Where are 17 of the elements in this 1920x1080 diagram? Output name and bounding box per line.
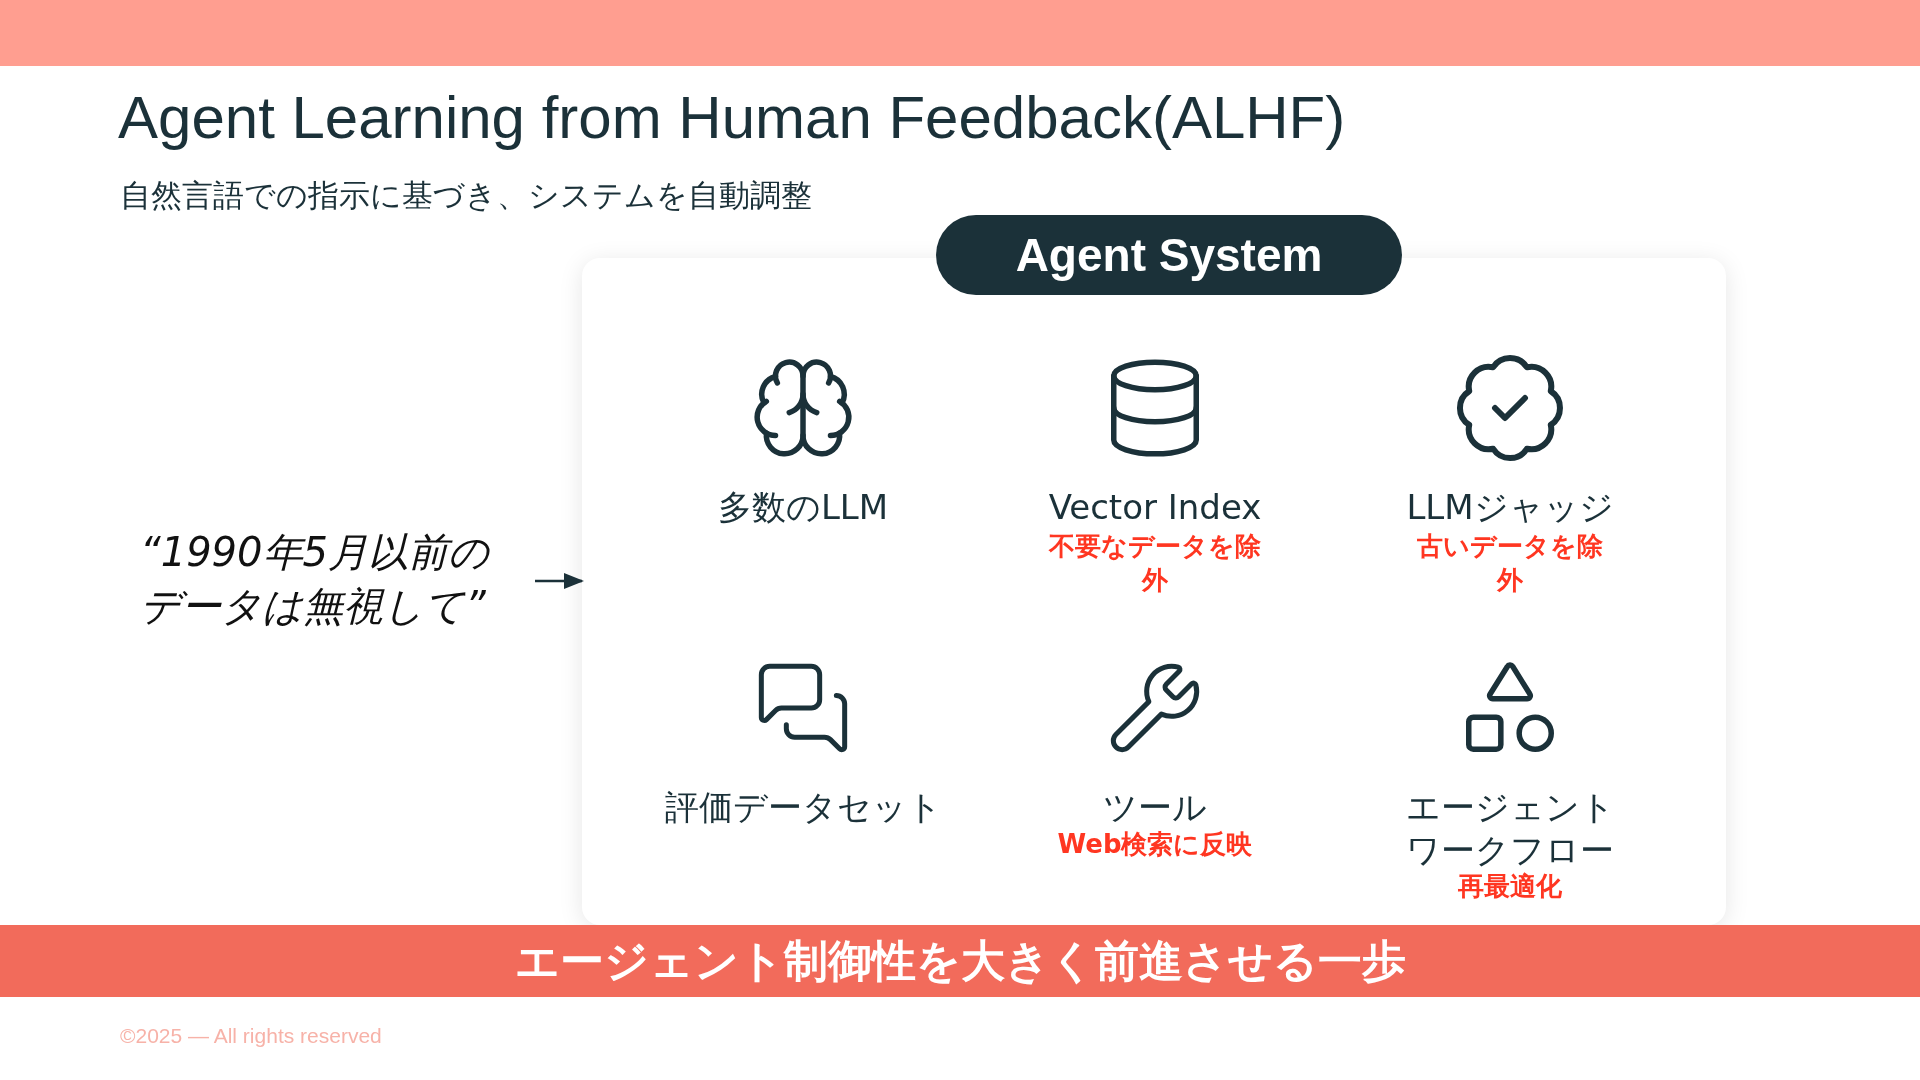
quote-text: “1990年5月以前のデータは無視して” [140,525,505,633]
item-label: エージェントワークフロー [1404,786,1616,871]
subtitle: 自然言語での指示に基づき、システムを自動調整 [120,176,812,215]
note-text: 古いデータを除外 [1416,530,1604,597]
note-text: Web検索に反映 [1056,828,1254,861]
note-text: 再最適化 [1457,870,1563,903]
item-label: 評価データセット [663,786,943,829]
footer-text: ©2025 — All rights reserved [120,1023,382,1049]
banner: エージェント制御性を大きく前進させる一歩 [0,925,1920,997]
item-label: Vector Index [1047,486,1263,529]
item-label: 多数のLLM [716,486,890,529]
item-label: ツール [1102,786,1208,829]
card-heading-pill: Agent System [936,215,1402,295]
arrow [535,573,584,589]
item-label: LLMジャッジ [1405,486,1615,529]
slide-title: Agent Learning from Human Feedback(ALHF) [118,83,1346,153]
note-text: 不要なデータを除外 [1047,530,1262,597]
